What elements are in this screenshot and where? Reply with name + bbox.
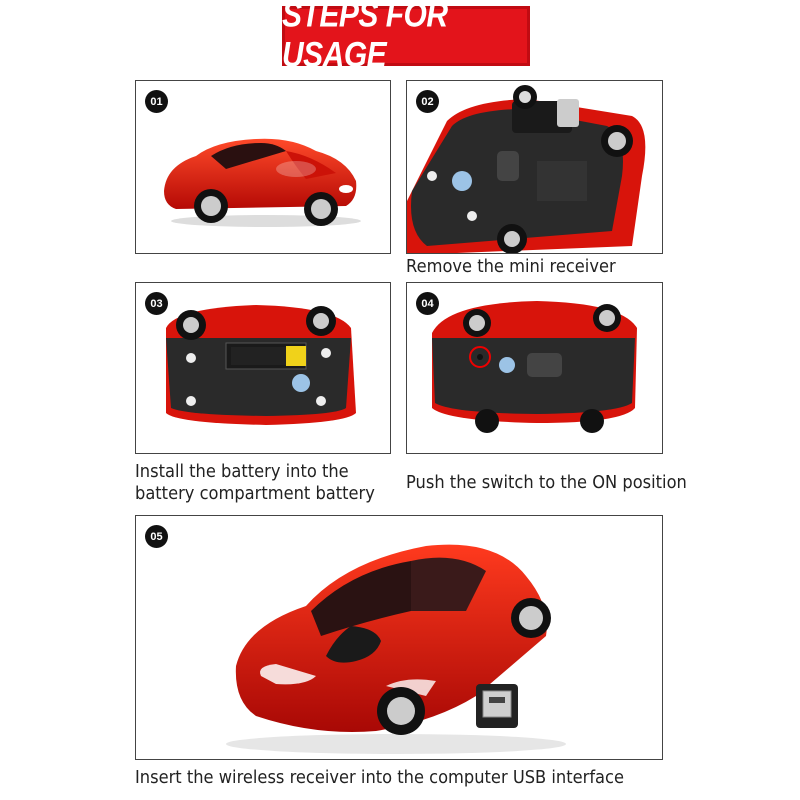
step-number-badge: 02	[416, 90, 439, 113]
car-mouse-side-image	[164, 138, 361, 227]
step-number-badge: 01	[145, 90, 168, 113]
step-03-panel: 03	[135, 282, 391, 454]
car-mouse-battery-image	[166, 305, 356, 425]
step-04-caption: Push the switch to the ON position	[406, 473, 687, 493]
car-mouse-with-usb-receiver-image	[226, 544, 566, 754]
step-03-caption-line1: Install the battery into the	[135, 462, 349, 482]
title-banner: STEPS FOR USAGE	[282, 0, 530, 75]
step-03-caption-line2: battery compartment battery	[135, 484, 375, 504]
step-number-badge: 05	[145, 525, 168, 548]
step-number-badge: 04	[416, 292, 439, 315]
page-title: STEPS FOR USAGE	[282, 0, 448, 75]
step-02-caption: Remove the mini receiver	[406, 257, 616, 277]
step-05-panel: 05	[135, 515, 663, 760]
car-mouse-switch-image	[432, 301, 637, 433]
step-01-panel: 01	[135, 80, 391, 254]
step-02-panel: 02	[406, 80, 663, 254]
step-05-caption: Insert the wireless receiver into the co…	[135, 768, 624, 788]
car-mouse-underside-image	[407, 85, 646, 253]
step-number-badge: 03	[145, 292, 168, 315]
step-04-panel: 04	[406, 282, 663, 454]
